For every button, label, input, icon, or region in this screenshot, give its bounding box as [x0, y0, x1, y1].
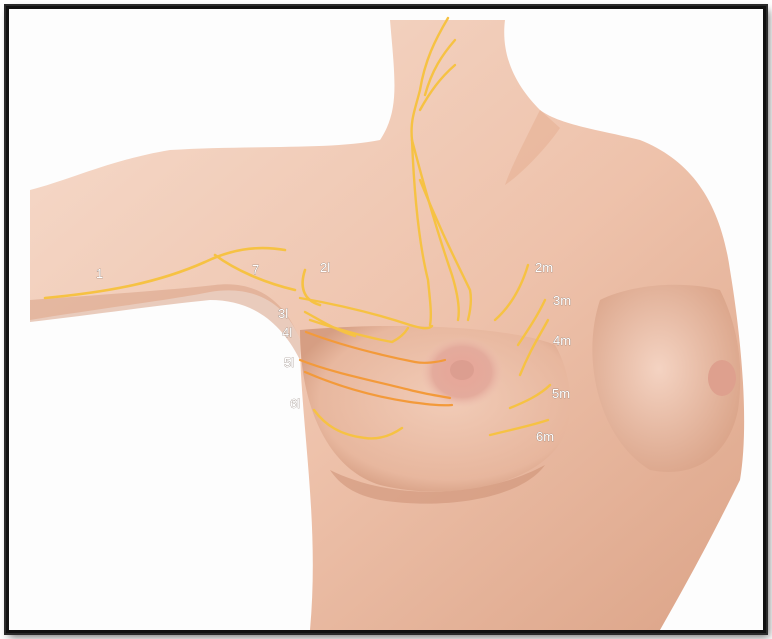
label-5m: 5m: [552, 386, 570, 401]
label-6l: 6l: [290, 396, 300, 411]
label-2l: 2l: [320, 260, 330, 275]
label-4m: 4m: [553, 333, 571, 348]
left-nipple: [450, 360, 474, 380]
label-1: 1: [96, 266, 103, 281]
label-5l: 5l: [284, 355, 294, 370]
label-6m: 6m: [536, 429, 554, 444]
right-nipple: [708, 360, 736, 396]
body-silhouette: [30, 20, 744, 630]
label-2m: 2m: [535, 260, 553, 275]
label-3l: 3l: [278, 306, 288, 321]
label-4l: 4l: [282, 325, 292, 340]
label-3m: 3m: [553, 293, 571, 308]
label-7: 7: [252, 262, 259, 277]
